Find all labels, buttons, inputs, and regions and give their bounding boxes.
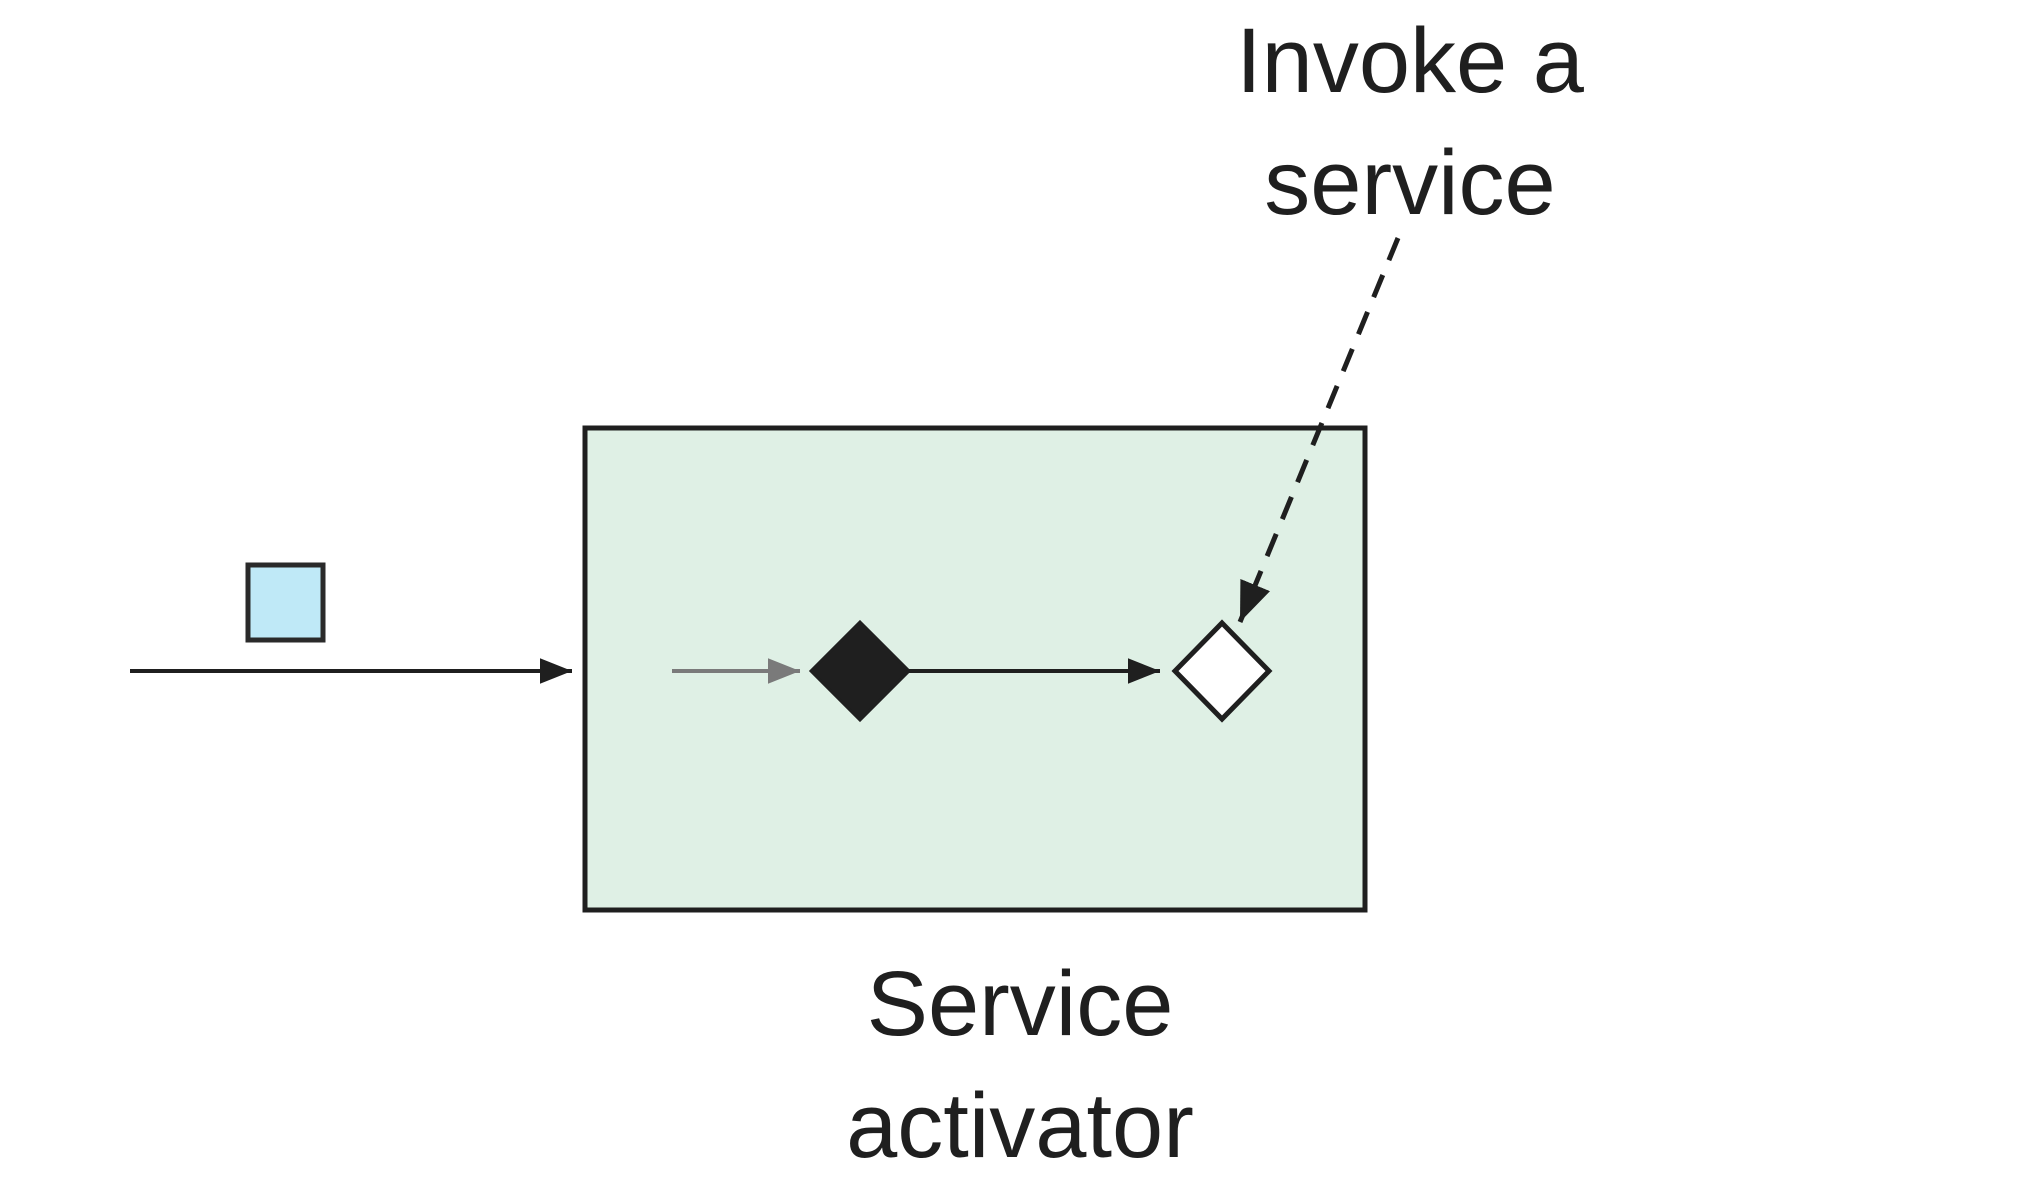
callout-label: Invoke a service (1190, 0, 1630, 244)
callout-label-line-2: service (1264, 132, 1556, 234)
service-activator-label-line-2: activator (846, 1075, 1194, 1177)
service-activator-label: Service activator (760, 943, 1280, 1187)
hollow-diamond-icon (1171, 619, 1273, 723)
service-activator-label-line-1: Service (866, 953, 1174, 1055)
message-square-icon (245, 562, 326, 643)
service-activator-diagram (130, 237, 1401, 913)
filled-diamond-icon (808, 619, 912, 723)
callout-dashed-arrow (1237, 237, 1401, 623)
callout-label-line-1: Invoke a (1236, 10, 1584, 112)
